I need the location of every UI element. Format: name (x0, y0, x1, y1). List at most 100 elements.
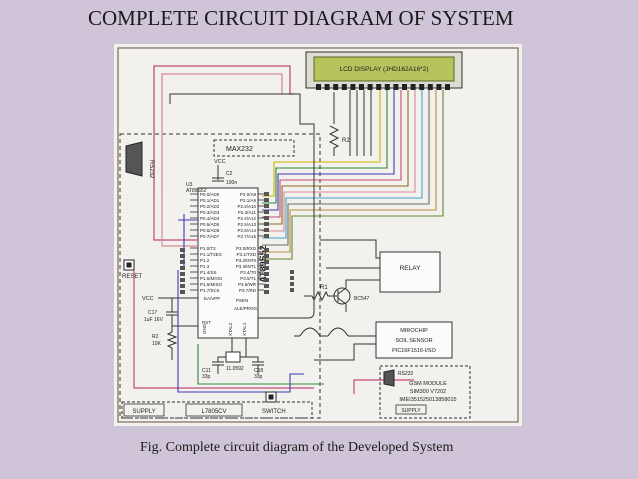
slide-title: COMPLETE CIRCUIT DIAGRAM OF SYSTEM (88, 6, 514, 30)
mcu-pin-label: P1.4/SS (200, 270, 217, 275)
supply-label: SUPPLY (132, 409, 155, 415)
resistor-r1 (304, 290, 338, 302)
c11-label: C11 (202, 368, 211, 374)
mcu-pin-label: P2.2/A10 (237, 204, 256, 209)
lcd-pin (333, 84, 339, 90)
header-pin (264, 290, 269, 294)
lcd-pin (341, 84, 347, 90)
mcu-pin-label: P3.3/INT1 (236, 264, 257, 269)
c18-label: C18 (254, 368, 263, 374)
mcu-pin-label: P3.4/T0 (240, 270, 256, 275)
rst-pin: RST (202, 320, 211, 325)
u3-label: U3 (186, 182, 193, 188)
bus-wire (262, 90, 416, 232)
header-pin (264, 254, 269, 258)
lcd-pin (367, 84, 373, 90)
u3-part: AT89S52 (186, 188, 207, 194)
mcu-pin-label: P0.2/AD2 (200, 204, 220, 209)
board-border (117, 47, 519, 423)
lcd-pin (402, 84, 407, 90)
mcu-pin-label: P0.6/AD6 (200, 228, 220, 233)
lcd-pin (384, 84, 390, 90)
mcu-pin-label: P0.0/AD0 (200, 192, 220, 197)
relay-label: RELAY (400, 265, 421, 272)
mcu-pin-label: P1.7/SCK (200, 288, 220, 293)
c11-value: 33p (202, 374, 211, 380)
supply-box (121, 401, 313, 419)
pink-wire-5 (153, 194, 198, 241)
mcu-pin-label: P3.6/WR (238, 282, 257, 287)
c18-value: 33p (254, 374, 263, 380)
regulator-block (185, 403, 243, 417)
header-pin (290, 276, 294, 280)
bus-wire (262, 90, 395, 211)
mcu-pin-label: P3.5/T1 (240, 276, 256, 281)
mcu-pin-label: P1.0/T2 (200, 246, 216, 251)
reset-label: RESET (122, 274, 142, 280)
mcu-right-pins: P2.0/A8P2.1/A9P2.2/A10P2.3/A11P2.4/A12P2… (236, 192, 264, 293)
lcd-label: LCD DISPLAY (JHD162A16*2) (340, 66, 429, 73)
rs232-connector-left: RS232 (125, 141, 154, 179)
header-pin (264, 216, 269, 220)
lcd-display: LCD DISPLAY (JHD162A16*2) (305, 51, 463, 90)
header-pin (264, 272, 269, 276)
figure-caption: Fig. Complete circuit diagram of the Dev… (140, 440, 454, 455)
mcu-chip: U3 AT89S52 AT89S52 P0.0/AD0P0.1/AD1P0.2/… (186, 182, 268, 339)
switch-label: SWITCH (262, 409, 286, 415)
header-pin (264, 284, 269, 288)
lcd-pin (410, 84, 416, 90)
lcd-pin (436, 84, 442, 90)
gnd-pin: GND (202, 323, 207, 334)
bus-wire (262, 90, 444, 260)
mcu-pin-label: P2.4/A12 (237, 216, 256, 221)
mcu-pin-label: P2.0/A8 (240, 192, 257, 197)
mcu-pin-label: P0.7/AD7 (200, 234, 220, 239)
mcu-pin-label: P3.2/INT0 (236, 258, 257, 263)
pink-wire-2 (161, 73, 283, 104)
lcd-pin (419, 84, 425, 90)
header-pin (264, 192, 269, 196)
header-pin (264, 222, 269, 226)
header-pin (180, 266, 185, 270)
regulator-label: L7805CV (201, 409, 226, 415)
header-pin (264, 210, 269, 214)
bus-wire (262, 90, 430, 246)
circuit-diagram: LCD DISPLAY (JHD162A16*2) R2 RS232 MAX23… (114, 44, 522, 426)
bus-wire (262, 90, 381, 197)
soil-sensor-module: MIROCHIP SOIL SENSOR PIC16F1516-I/SO (314, 321, 453, 361)
header-pin (264, 204, 269, 208)
crystal-label: 11.0592 (226, 366, 244, 372)
mcu-left-pins: P0.0/AD0P0.1/AD1P0.2/AD2P0.3/AD3P0.4/AD4… (190, 192, 223, 293)
green-bottom-wire (197, 344, 324, 385)
lcd-pin (427, 84, 433, 90)
rs232-right-label: RS232 (398, 371, 414, 377)
mcu-pin-label: P0.3/AD3 (200, 210, 220, 215)
bus-wire (262, 90, 402, 218)
bc547-label: BC547 (354, 296, 370, 302)
gsm-module: RS232 GSM MODULE SIM300 V7202 IMEI351525… (379, 365, 471, 419)
mcu-pin-label: P0.5/AD5 (200, 222, 220, 227)
lcd-pin (445, 84, 450, 90)
gsm-line-2: SIM300 V7202 (410, 389, 446, 395)
ale-pin: ALE/PROG (234, 306, 258, 311)
data-bus-wires (262, 90, 444, 260)
supply-block (123, 403, 165, 417)
header-pin (290, 270, 294, 274)
gsm-line-3: IMEI351525013858015 (399, 397, 456, 403)
c2-label: C2 (226, 171, 233, 177)
pink-wire (153, 65, 294, 104)
lcd-pin (376, 84, 382, 90)
header-pin (264, 278, 269, 282)
lcd-pin (316, 84, 321, 90)
wire-crossover (299, 327, 349, 337)
lcd-pin (324, 84, 330, 90)
mcu-pin-label: P2.1/A9 (240, 198, 257, 203)
max232-box (213, 139, 295, 157)
bus-wire (262, 90, 423, 239)
mcu-pin-label: P2.7/A15 (237, 234, 256, 239)
header-pin (180, 254, 185, 258)
mcu-pin-label: P0.4/AD4 (200, 216, 220, 221)
ea-pin: EA/VPP (204, 296, 220, 301)
vcc-top-label: VCC (214, 159, 226, 165)
pink-bottom-wire (133, 270, 314, 389)
